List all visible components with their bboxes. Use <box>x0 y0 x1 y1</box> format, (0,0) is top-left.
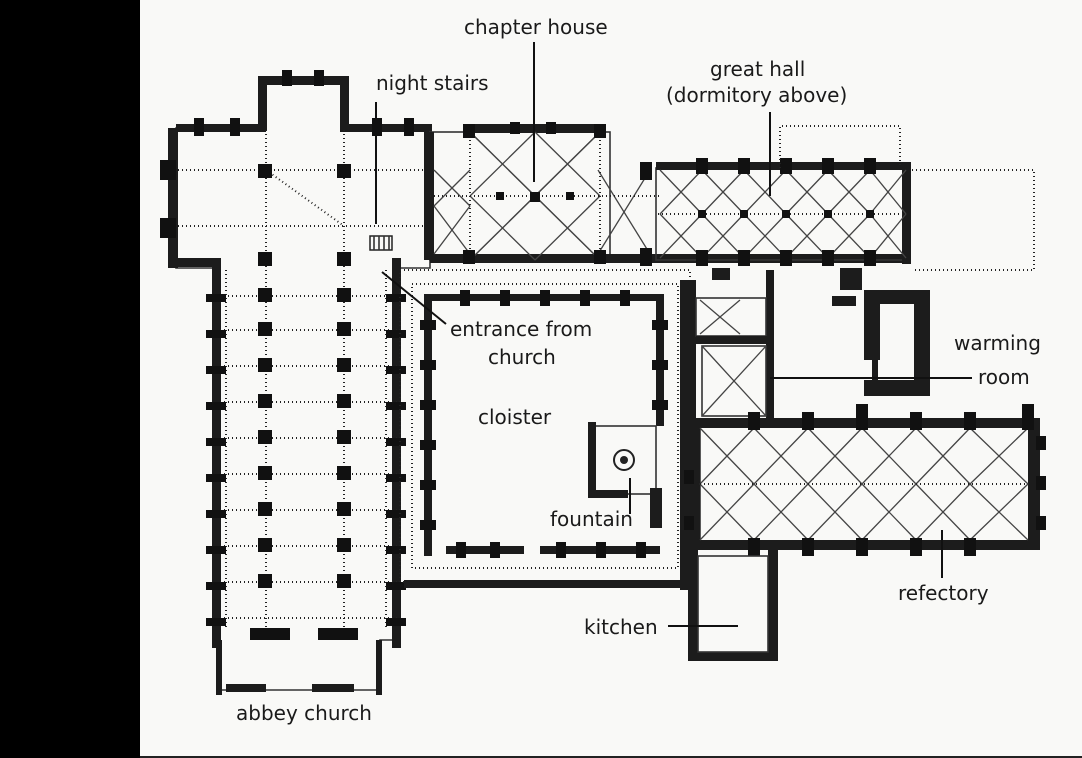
label-night-stairs: night stairs <box>376 71 489 95</box>
great-hall-plan <box>655 125 1035 271</box>
kitchen-plan <box>688 548 778 661</box>
chapter-house-plan <box>424 122 910 266</box>
label-room: room <box>978 365 1030 389</box>
label-entrance-church: church <box>488 345 556 369</box>
label-refectory: refectory <box>898 581 989 605</box>
left-black-margin <box>0 0 140 758</box>
label-great-hall: great hall <box>710 57 805 81</box>
label-kitchen: kitchen <box>584 615 658 639</box>
label-dormitory-above: (dormitory above) <box>666 83 847 107</box>
label-warming: warming <box>954 331 1041 355</box>
refectory-plan <box>684 404 1046 556</box>
label-entrance-from: entrance from <box>450 317 592 341</box>
warming-room-plan <box>688 268 930 420</box>
label-cloister: cloister <box>478 405 552 429</box>
label-abbey-church: abbey church <box>236 701 372 725</box>
cloister-plan <box>399 269 691 590</box>
leader-lines <box>375 42 972 627</box>
label-chapter-house: chapter house <box>464 15 608 39</box>
label-fountain: fountain <box>550 507 633 531</box>
abbey-church-plan <box>160 70 432 695</box>
